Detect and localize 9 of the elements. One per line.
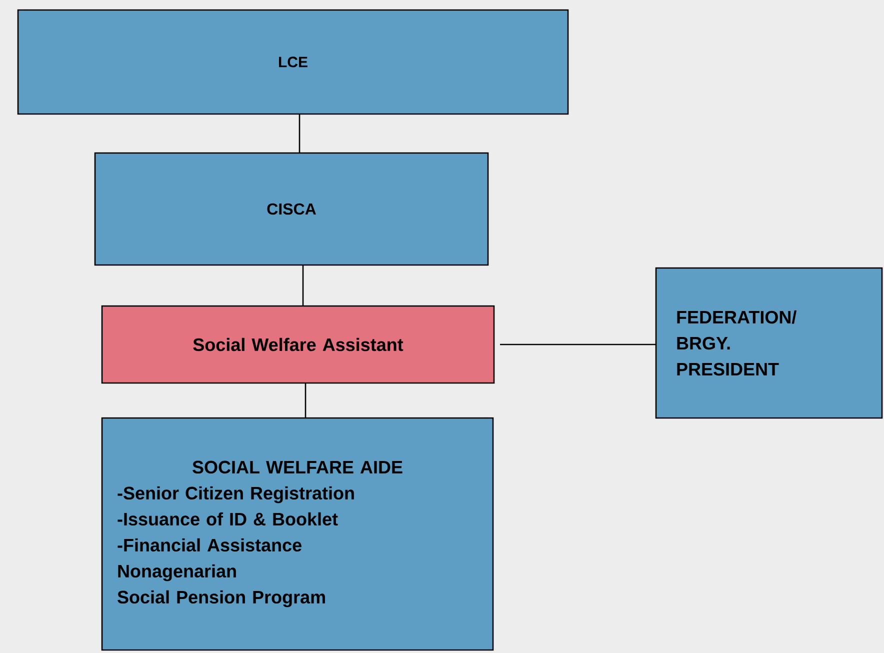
connector-line (298, 114, 300, 153)
connector-line (500, 344, 656, 346)
connector-line (304, 383, 306, 418)
org-box: LCE (17, 9, 569, 115)
org-box: SOCIAL WELFARE AIDE -Senior Citizen Registration -Issuance of ID & Booklet -Financial Assistance Nonagenarian Social Pension Program (101, 417, 494, 651)
org-box: FEDERATION/ BRGY. PRESIDENT (655, 267, 883, 419)
org-box: Social Welfare Assistant (101, 305, 495, 384)
org-box: CISCA (94, 152, 489, 266)
connector-line (302, 265, 304, 306)
